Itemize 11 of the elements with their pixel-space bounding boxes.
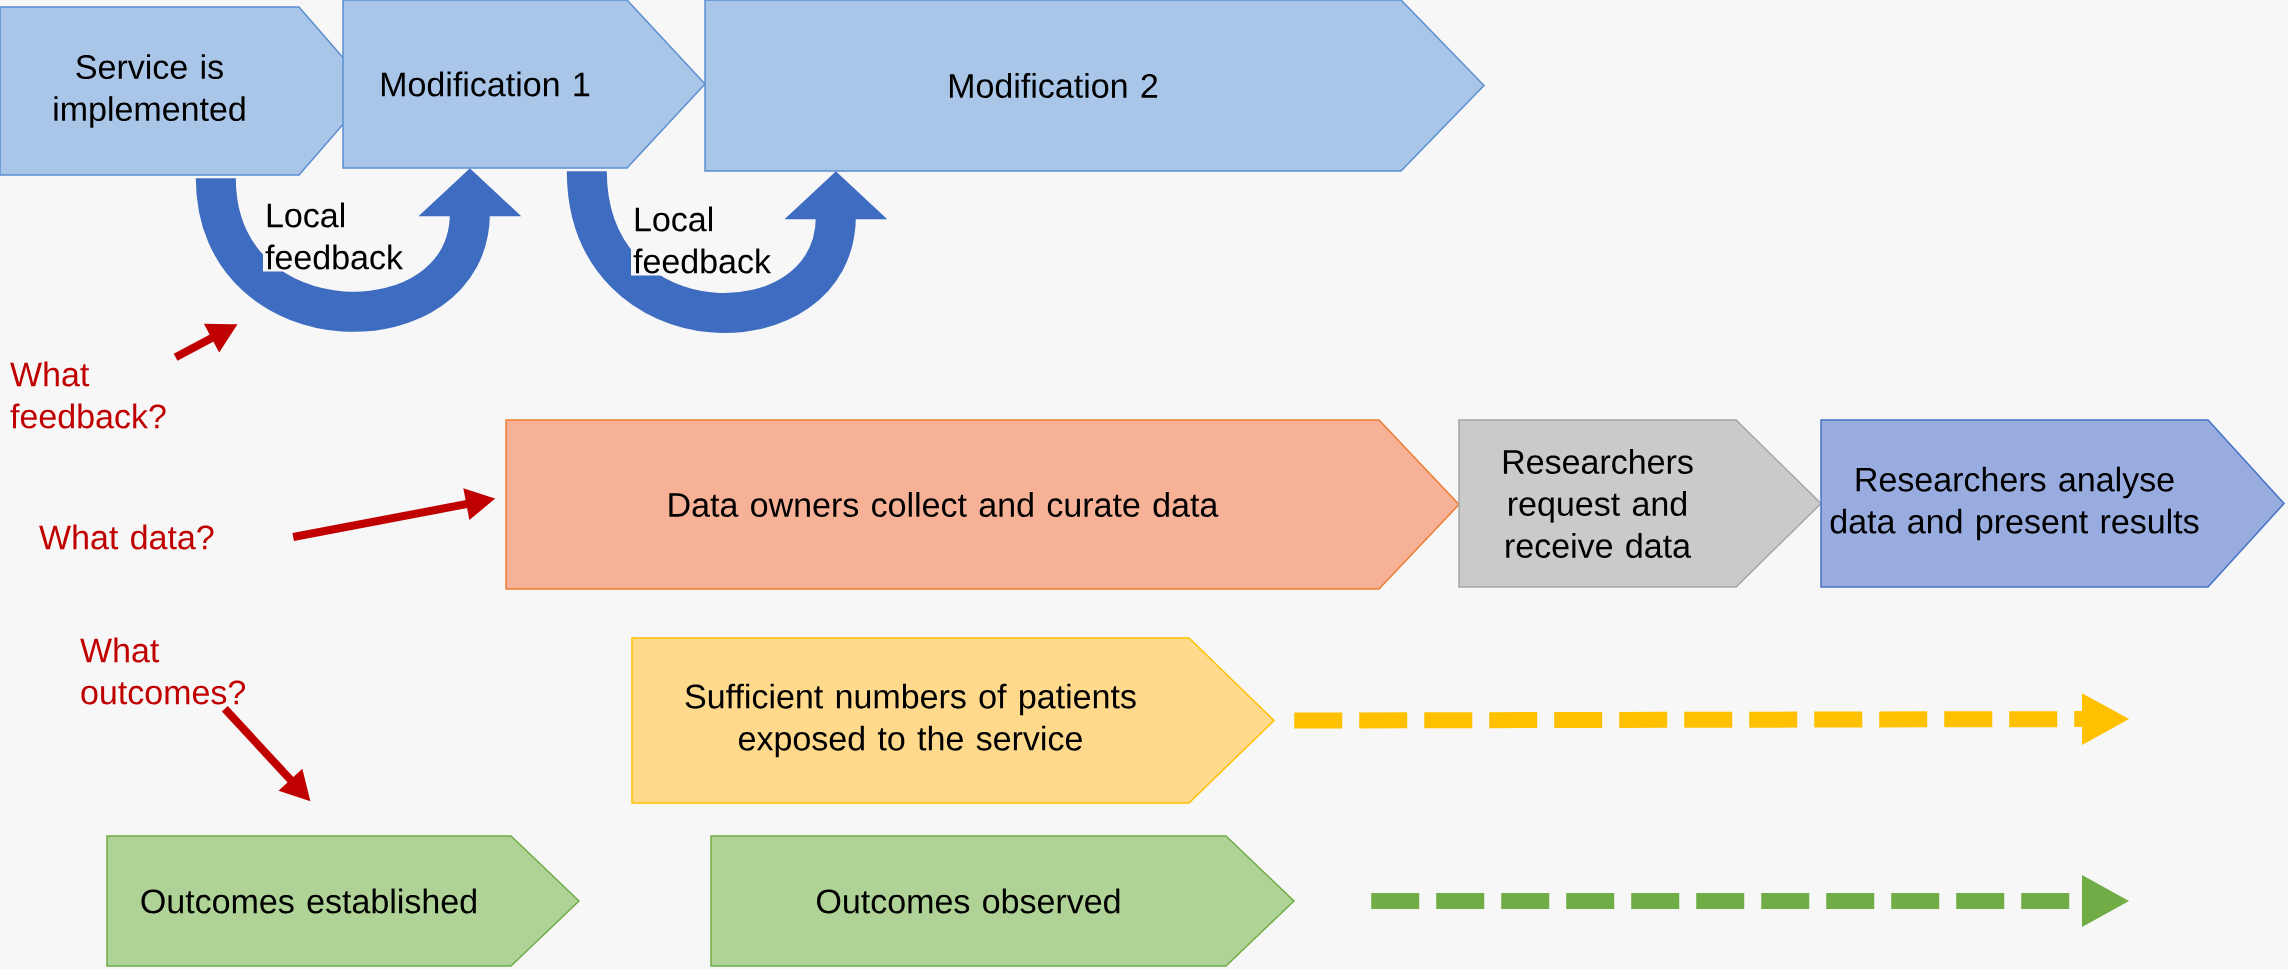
edge-label: Local feedback (263, 200, 417, 272)
question-text: What outcomes? (80, 637, 246, 705)
chevron-box: Data owners collect and curate data (505, 419, 1461, 590)
chevron-box: Outcomes established (106, 835, 581, 967)
edge-label: Local feedback (631, 204, 785, 276)
chevron-box: Researchers analyse data and present results (1820, 419, 2286, 588)
chevron-box: Outcomes observed (710, 835, 1296, 967)
chevron-box: Researchers request and receive data (1458, 419, 1823, 588)
chevron-box: Sufficient numbers of patients exposed to the service (631, 637, 1276, 804)
question-text: What feedback? (10, 361, 166, 429)
question-text: What data? (39, 524, 214, 550)
